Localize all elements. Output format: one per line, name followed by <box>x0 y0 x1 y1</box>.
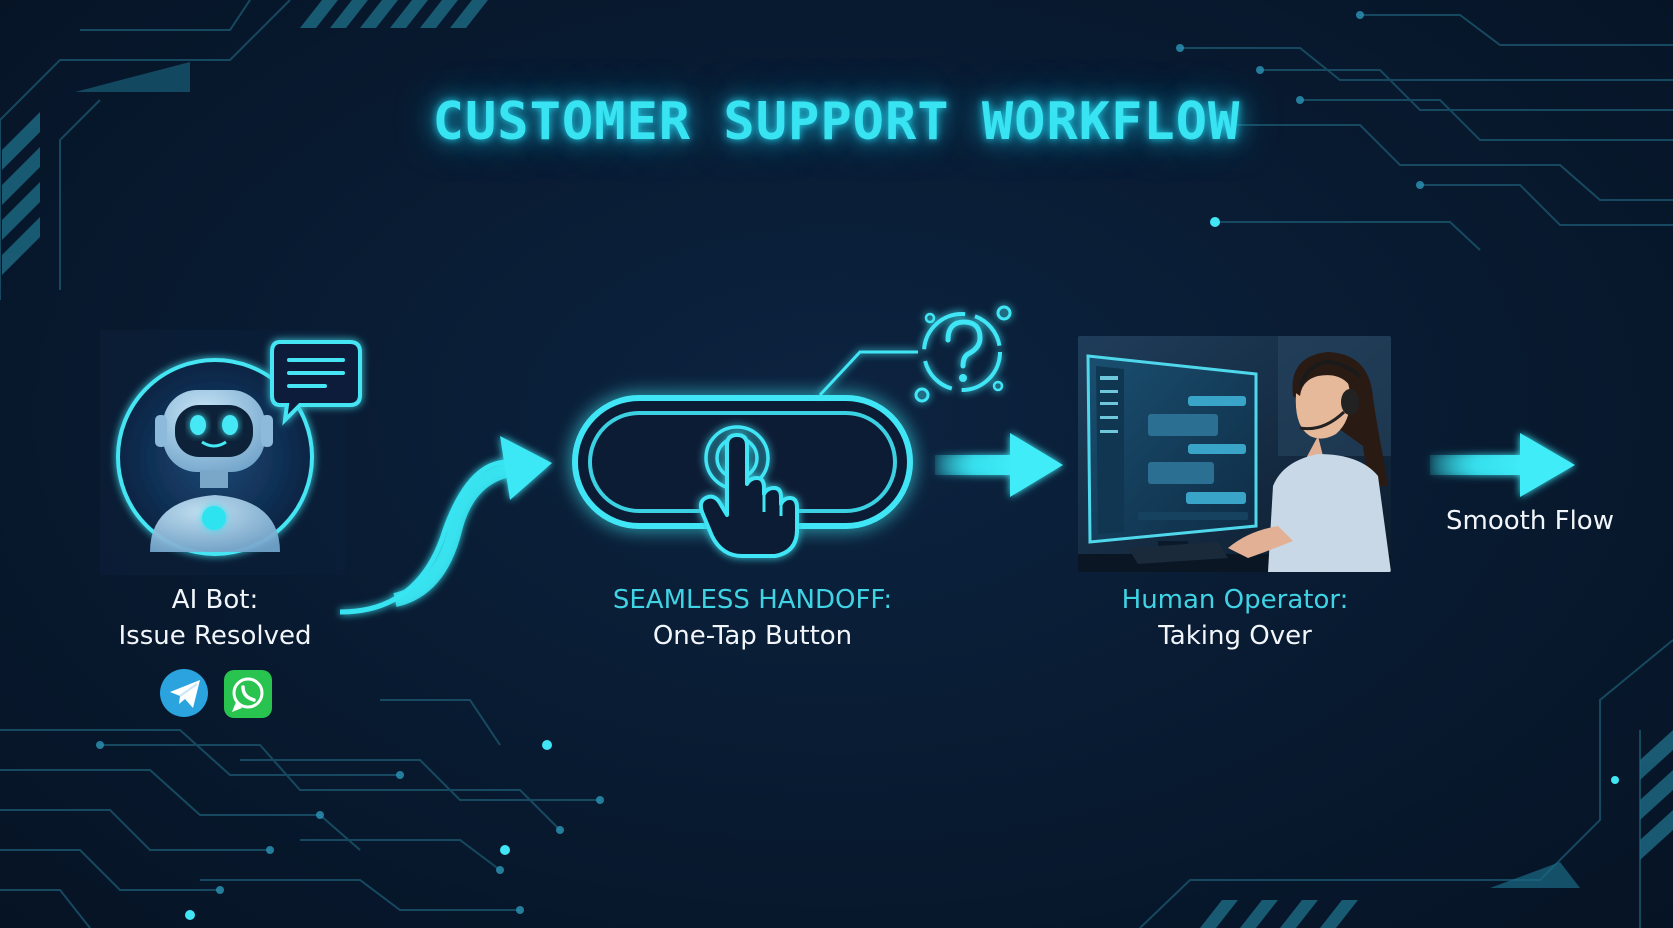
arrow-to-end <box>1430 433 1575 497</box>
arrow-to-operator <box>935 433 1063 497</box>
chat-bubble-icon <box>270 340 362 426</box>
step-subtitle-ai-bot: Issue Resolved <box>118 621 312 651</box>
step-subtitle-operator: Taking Over <box>1158 621 1312 651</box>
step-title-ai-bot: AI Bot: <box>171 585 259 615</box>
operator-illustration <box>1078 336 1391 572</box>
operator-photo <box>1078 336 1391 572</box>
tap-hand-icon <box>698 425 799 558</box>
end-label: Smooth Flow <box>1446 506 1614 536</box>
telegram-icon <box>160 669 208 717</box>
page-title: CUSTOMER SUPPORT WORKFLOW <box>432 92 1241 152</box>
step-label-handoff: SEAMLESS HANDOFF: One-Tap Button <box>560 582 945 654</box>
step-subtitle-handoff: One-Tap Button <box>652 621 853 651</box>
step-label-ai-bot: AI Bot: Issue Resolved <box>75 582 355 654</box>
step-label-operator: Human Operator: Taking Over <box>1075 582 1395 654</box>
robot-icon <box>100 330 345 575</box>
step-title-handoff: SEAMLESS HANDOFF: <box>612 585 893 615</box>
whatsapp-icon <box>224 670 272 718</box>
curved-arrow <box>339 436 552 615</box>
step-title-operator: Human Operator: <box>1121 585 1349 615</box>
question-icon <box>818 305 1012 403</box>
